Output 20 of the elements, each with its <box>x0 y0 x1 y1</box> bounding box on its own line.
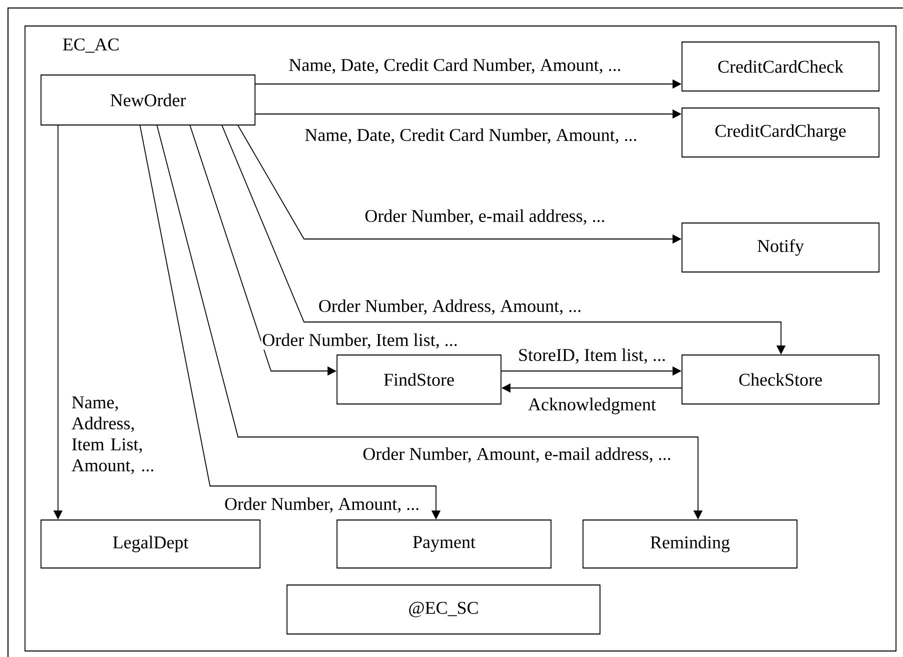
edge-label: Order Number, Item list, ... <box>261 332 459 350</box>
process-box: LegalDept <box>40 520 260 568</box>
edge-label: Name, Address, Item List, Amount, ... <box>71 396 168 474</box>
edge-label: StoreID, Item list, ... <box>517 347 667 365</box>
process-box: CheckStore <box>682 354 880 404</box>
edge-label: Order Number, e-mail address, ... <box>364 208 606 226</box>
edge-label: Name, Date, Credit Card Number, Amount, ... <box>288 57 622 75</box>
process-box: Notify <box>682 222 880 272</box>
process-box: CreditCardCheck <box>682 42 880 92</box>
process-box: NewOrder <box>40 74 256 126</box>
process-box: CreditCardCharge <box>682 108 880 158</box>
edge-label: Order Number, Amount, e-mail address, ... <box>362 446 672 464</box>
edge-label: Name, Date, Credit Card Number, Amount, ... <box>304 127 638 145</box>
process-box: FindStore <box>336 354 502 404</box>
edge-label: Acknowledgment <box>527 396 657 416</box>
process-box: @EC_SC <box>286 584 600 634</box>
edge-label: Order Number, Amount, ... <box>223 496 421 514</box>
process-box: Payment <box>336 520 552 568</box>
process-box: Reminding <box>582 520 798 568</box>
edge-label: Order Number, Address, Amount, ... <box>317 298 583 316</box>
